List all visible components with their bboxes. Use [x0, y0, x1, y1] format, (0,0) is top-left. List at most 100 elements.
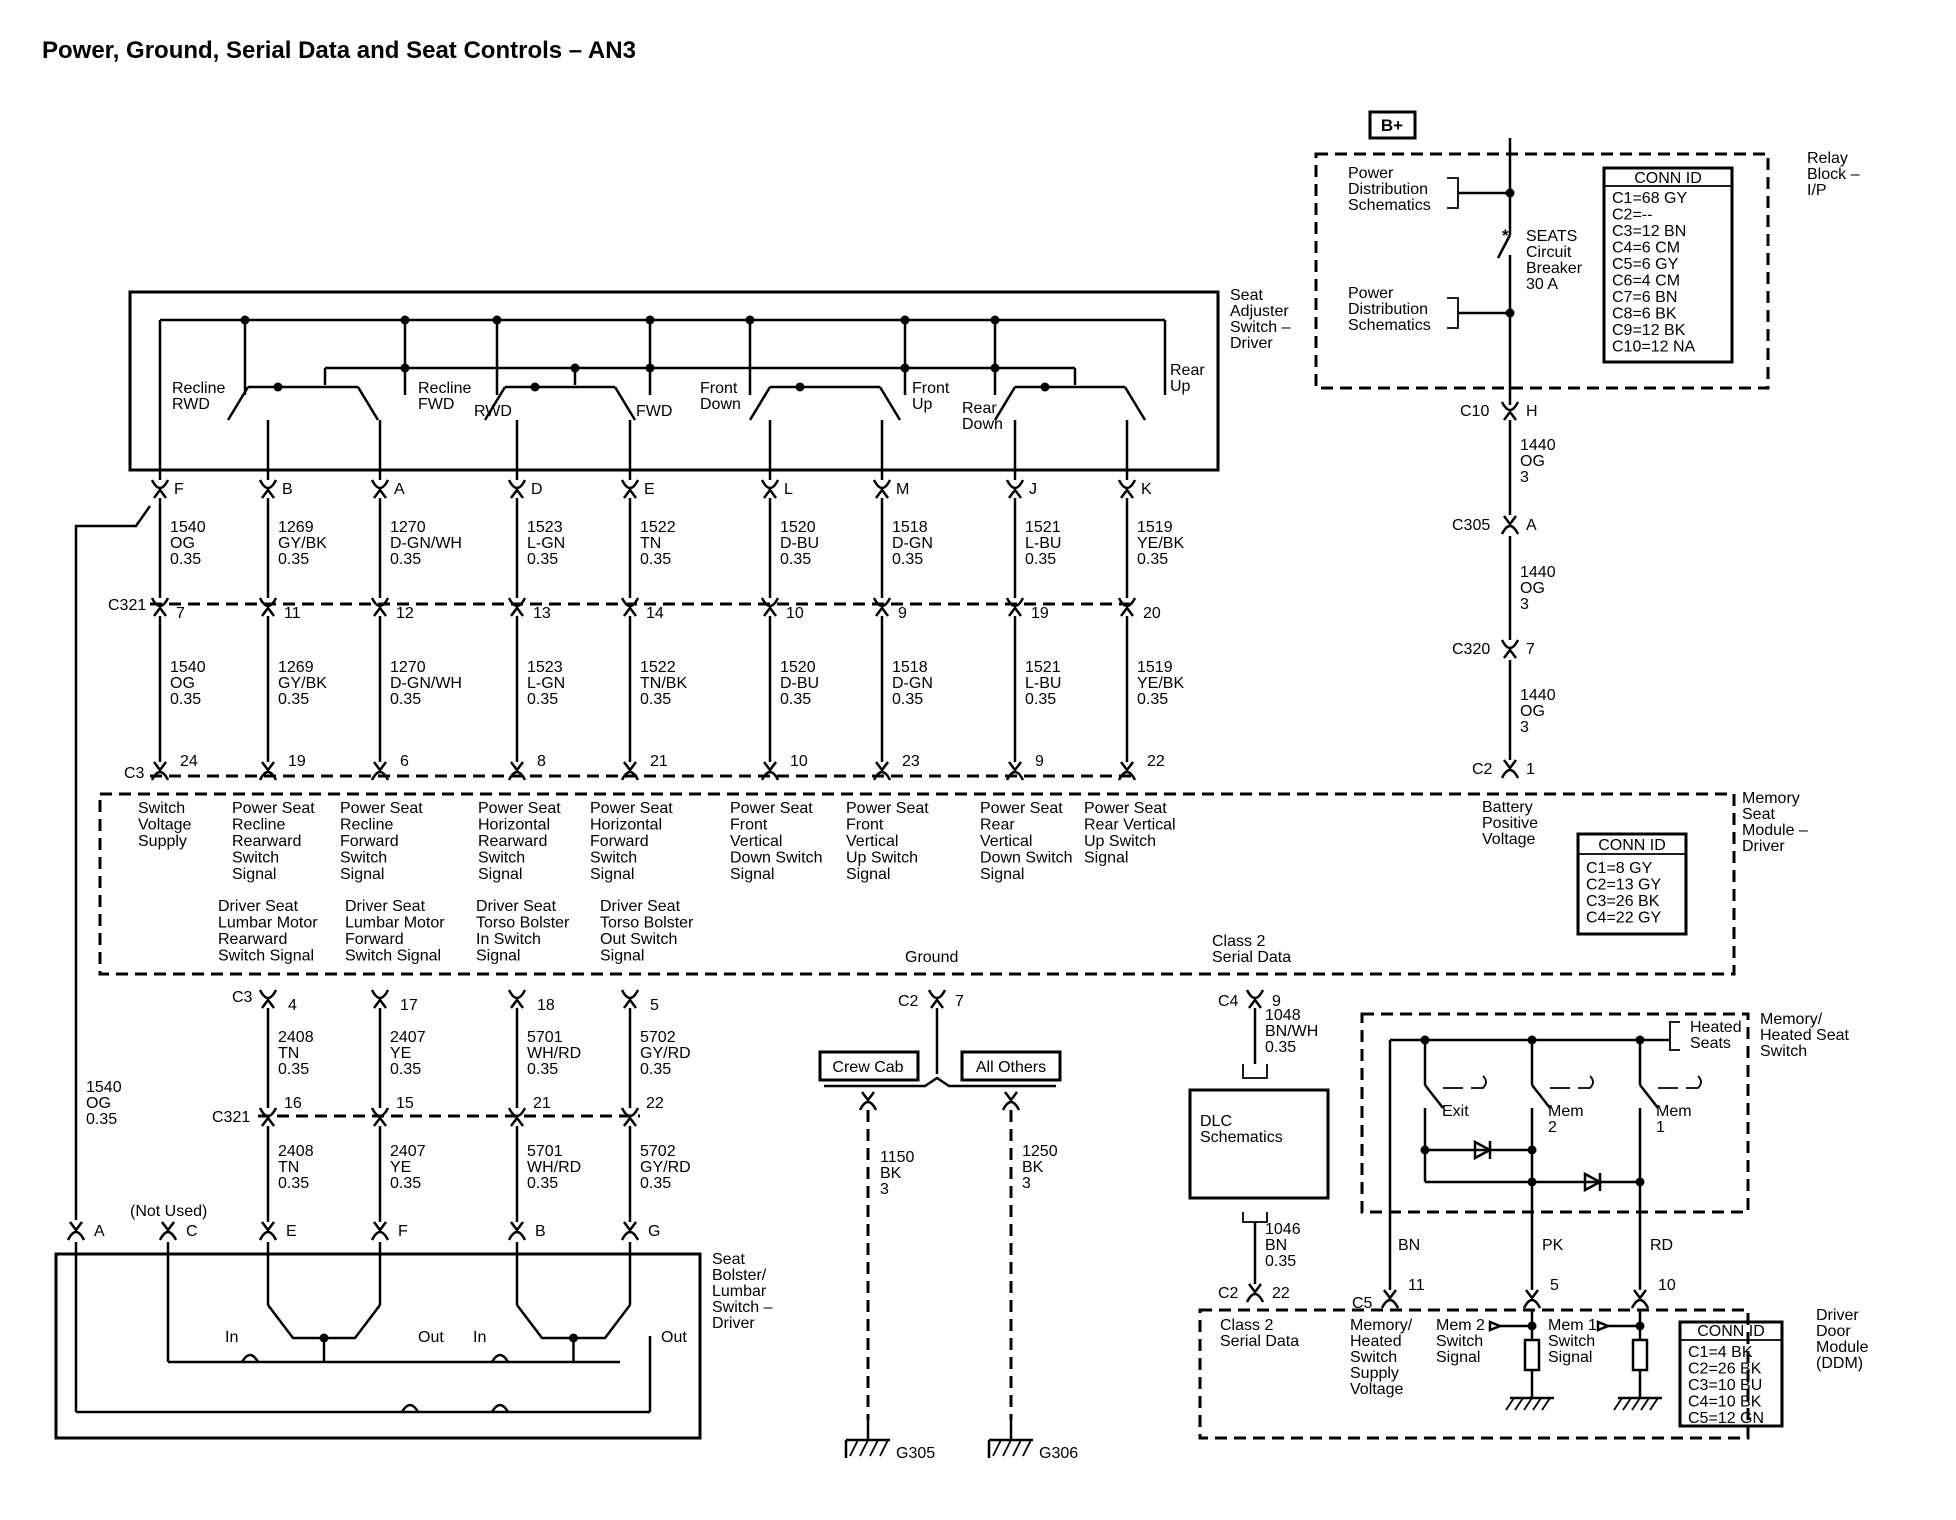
switch-pin: G [648, 1223, 660, 1240]
all-others-box [960, 1050, 1062, 1082]
module-signal-label: Rearward [232, 833, 301, 850]
switch-pin: B [282, 481, 293, 498]
connector-name: C2 [898, 993, 919, 1010]
breaker-label: Breaker [1526, 260, 1583, 277]
switch-label: Out [418, 1329, 444, 1346]
ground-symbol [1505, 1397, 1515, 1411]
module-signal-label: Forward [345, 931, 404, 948]
ddm-signal-label: Signal [1436, 1349, 1480, 1366]
module-signal-label: Power Seat [1084, 800, 1167, 817]
splice-dot [990, 363, 1000, 373]
page-title: Power, Ground, Serial Data and Seat Cont… [42, 37, 636, 64]
heated-seats-label: Heated [1690, 1019, 1742, 1036]
resistor-icon [1631, 1338, 1649, 1372]
c5-connector [1522, 1298, 1542, 1309]
connector-pin: 6 [400, 753, 409, 770]
c3-lower-connector [507, 989, 527, 1000]
connector-pin: 5 [650, 997, 659, 1014]
power-distribution-ref: Power [1348, 165, 1394, 182]
conn-id-title: CONN ID [1598, 837, 1666, 854]
module-signal-label: Lumbar Motor [218, 915, 318, 932]
switch-pin: K [1141, 481, 1152, 498]
wire-label: D-GN [892, 535, 933, 552]
module-signal-label: Horizontal [590, 817, 662, 834]
switch-label: Rear [1170, 362, 1205, 379]
conn-id-entry: C1=4 BK [1688, 1344, 1753, 1361]
c321-connector [261, 605, 275, 617]
ddm-signal-label: Class 2 [1220, 1317, 1273, 1334]
switch-pin-connector [1120, 487, 1134, 499]
wire-label: WH/RD [527, 1045, 581, 1062]
connector-pin: 17 [400, 997, 418, 1014]
bolster-pin-connector [261, 1221, 275, 1233]
c3-connector [763, 761, 777, 773]
ground-symbol [1523, 1397, 1533, 1411]
splice-dot [1635, 1321, 1645, 1331]
connector-name: C321 [108, 597, 146, 614]
conn-id-title: CONN ID [1634, 170, 1702, 187]
switch-pin-connector [1005, 479, 1025, 490]
heated-switch-position: 2 [1548, 1119, 1557, 1136]
splice-dot [1420, 1035, 1430, 1045]
conn-id-entry: C2=13 GY [1586, 877, 1661, 894]
connector-pin: 1 [1526, 761, 1535, 778]
wire-label: 0.35 [780, 691, 811, 708]
connector-pin: 7 [955, 993, 964, 1010]
wire-label: 5702 [640, 1143, 676, 1160]
c3-lower-connector [258, 989, 278, 1000]
wire-label: D-GN/WH [390, 675, 462, 692]
splice-dot [745, 315, 755, 325]
splice-dot [900, 363, 910, 373]
module-signal-label: Voltage [138, 817, 191, 834]
c320-connector [1503, 647, 1517, 659]
switch-pin: A [394, 481, 405, 498]
splice-dot [1527, 1177, 1537, 1187]
ground-symbol [859, 1439, 869, 1457]
switch-label: Front [912, 380, 950, 397]
connector-pin: 19 [288, 753, 306, 770]
module-signal-label: Signal [340, 866, 384, 883]
wire-label: 1046 [1265, 1221, 1301, 1238]
lumbar-switch-contact [516, 1304, 631, 1340]
ground-symbol [992, 1439, 1002, 1457]
connector-pin: 16 [284, 1095, 302, 1112]
module-signal-label: Power Seat [846, 800, 929, 817]
wire-label: D-GN [892, 675, 933, 692]
power-distribution-ref: Schematics [1348, 197, 1431, 214]
bolster-pin-connector [161, 1221, 175, 1233]
switch-pin: B [535, 1223, 546, 1240]
wire-label: WH/RD [527, 1159, 581, 1176]
module-signal-label: Driver Seat [345, 898, 426, 915]
module-signal-label: Torso Bolster [600, 915, 694, 932]
seat-adjuster-label: Switch – [1230, 319, 1291, 336]
switch-pin-connector [1008, 487, 1022, 499]
heated-switch-position: Mem [1656, 1103, 1692, 1120]
ground-point-label: G306 [1039, 1445, 1078, 1462]
wire-label: 1269 [278, 519, 314, 536]
connector-pin: 10 [1658, 1277, 1676, 1294]
c4-connector [1248, 997, 1262, 1009]
conn-id-entry: C3=26 BK [1586, 893, 1660, 910]
conn-id-entry: C2=26 BK [1688, 1361, 1762, 1378]
relay-block-label: Relay [1807, 150, 1848, 167]
connector-name: C321 [212, 1109, 250, 1126]
module-signal-label: Power Seat [232, 800, 315, 817]
module-signal-label: Signal [1084, 850, 1128, 867]
wire-label: 2407 [390, 1029, 426, 1046]
ground-symbol [1649, 1397, 1659, 1411]
memory-module-label: Driver [1742, 838, 1785, 855]
module-signal-label: Driver Seat [218, 898, 299, 915]
wire-label: 0.35 [278, 551, 309, 568]
bracket [1447, 177, 1459, 209]
module-signal-label: Up Switch [1084, 833, 1156, 850]
wire-label: GY/BK [278, 675, 327, 692]
splice-dot [1527, 1321, 1537, 1331]
connector-pin: 10 [790, 753, 808, 770]
switch-label: RWD [172, 396, 210, 413]
wire-label: 1519 [1137, 659, 1173, 676]
heated-switch-position: Exit [1442, 1103, 1469, 1120]
module-signal-label: Power Seat [730, 800, 813, 817]
connector-name: C10 [1460, 403, 1489, 420]
c321-lower-connector [623, 1115, 637, 1127]
module-signal-label: Vertical [730, 833, 782, 850]
